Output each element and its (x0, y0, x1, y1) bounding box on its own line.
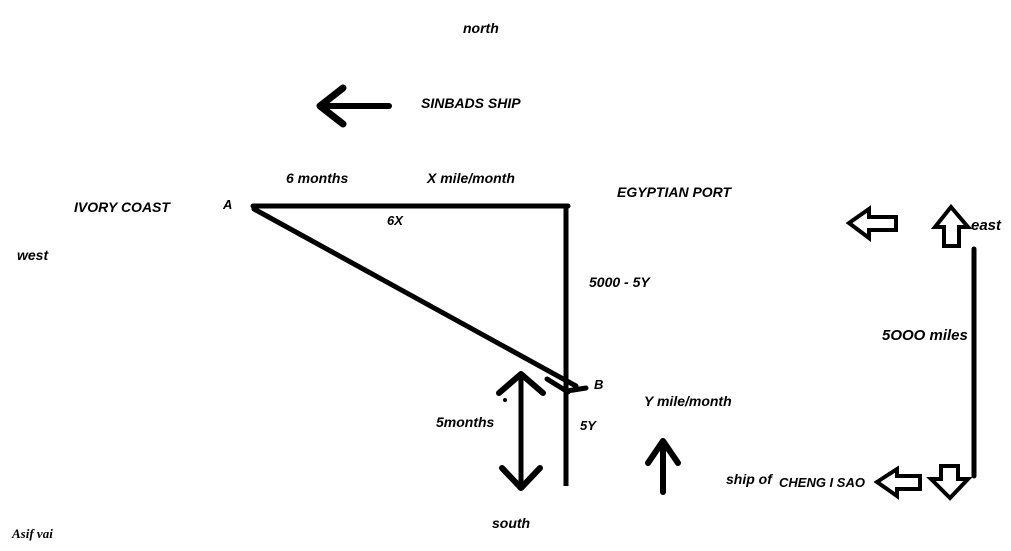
five-months-double-arrow-icon (496, 371, 546, 491)
west-block-arrow-bottom-icon (873, 465, 922, 500)
distance-5000-minus-5y-label: 5000 - 5Y (589, 274, 650, 290)
south-label: south (492, 515, 531, 531)
five-months-label: 5months (436, 414, 495, 430)
five-y-label: 5Y (580, 418, 596, 433)
cheng-i-sao-up-arrow-icon (645, 438, 681, 495)
east-up-block-arrow-icon (930, 203, 973, 248)
point-a-label: A (223, 197, 233, 212)
east-label: east (971, 217, 1002, 234)
north-label: north (463, 20, 499, 36)
south-block-arrow-icon (926, 464, 973, 501)
west-block-arrow-top-icon (845, 205, 898, 242)
six-x-label: 6X (387, 213, 403, 228)
point-b-label: B (594, 377, 604, 392)
six-months-label: 6 months (286, 170, 349, 186)
ship-of-label: ship of (726, 471, 772, 487)
diagonal-arrowhead-icon (544, 376, 589, 395)
total-distance-label: 5OOO miles (882, 327, 968, 344)
signature-label: Asif vai (12, 526, 53, 541)
west-label: west (17, 247, 49, 263)
sinbads-ship-label: SINBADS SHIP (421, 95, 521, 111)
sinbads-ship-arrow-icon (316, 84, 392, 128)
cheng-i-sao-label: CHENG I SAO (779, 475, 865, 490)
line-a-to-b-diagonal (251, 206, 579, 389)
y-rate-label: Y mile/month (644, 393, 732, 409)
egyptian-port-label: EGYPTIAN PORT (617, 184, 732, 200)
small-dot (503, 398, 507, 402)
x-rate-label: X mile/month (427, 170, 515, 186)
ivory-coast-label: IVORY COAST (74, 199, 170, 215)
